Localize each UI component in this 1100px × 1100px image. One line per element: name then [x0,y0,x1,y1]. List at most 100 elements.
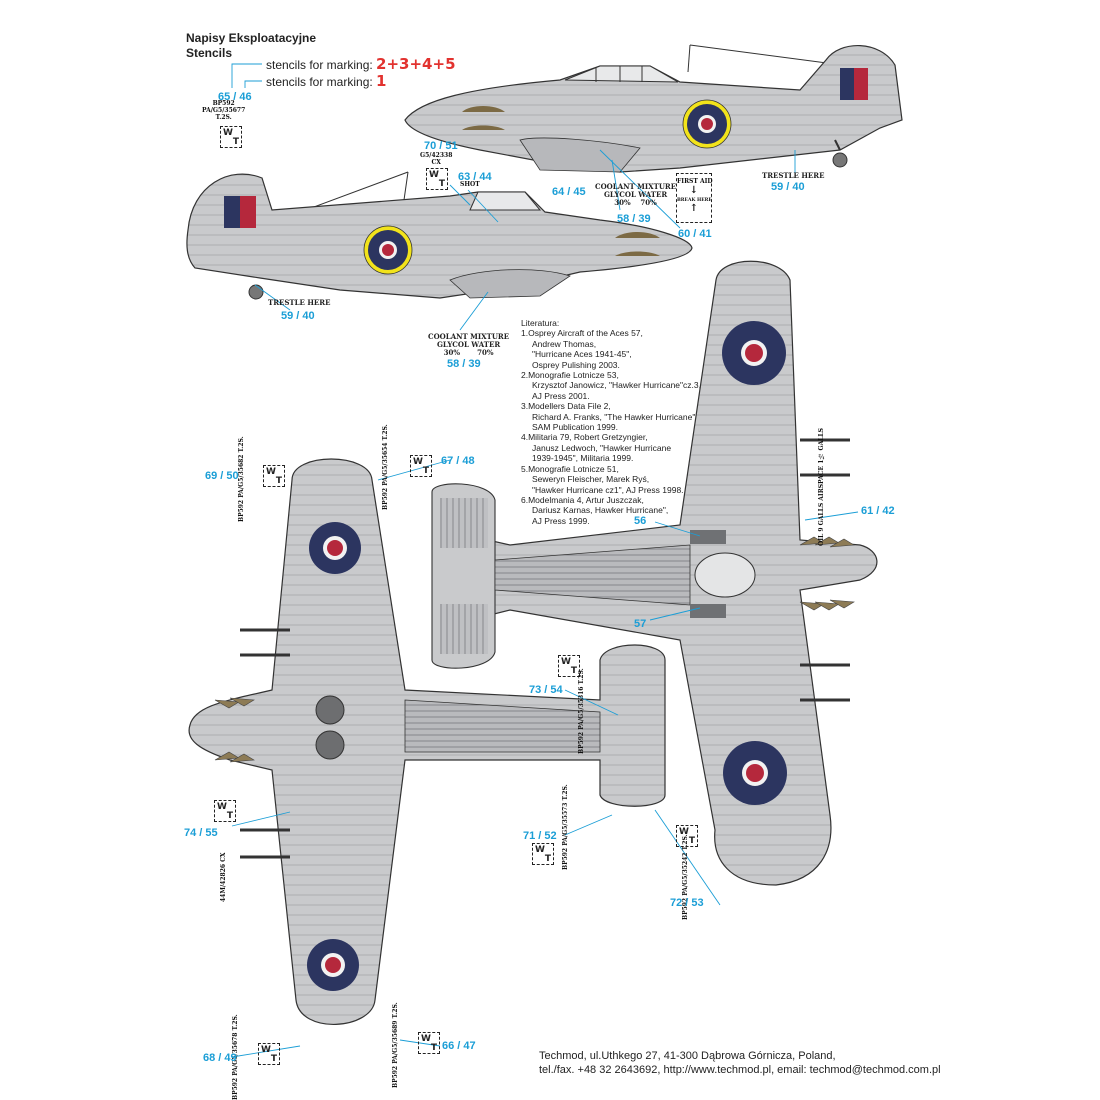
wt-walkway-stencil: W T [676,825,698,847]
stencil-line: 30% 70% [443,348,494,357]
wt-letter: W [223,128,233,138]
arrow-down-icon: ↓ [689,185,699,196]
stencil-coolant-top: COOLANT MIXTURE GLYCOL WATER 30% 70% [595,183,676,207]
literature-line: Richard A. Franks, "The Hawker Hurricane… [532,411,696,422]
stencil-vertical-73: BP592 PA/G5/35316 T.2S. [578,668,585,754]
literature-line: 3.Modellers Data File 2, [521,401,611,412]
wt-letter: W [413,457,423,467]
wt-walkway-stencil: W T [258,1043,280,1065]
stencil-line: CX [431,159,441,166]
stencil-line: BP592 [212,100,235,107]
leader-lines [231,63,859,1058]
stencil-vertical-67: BP592 PA/G5/35654 T.2S. [382,424,389,510]
callout-66-47: 66 / 47 [442,1040,476,1052]
callout-64-45: 64 / 45 [552,186,586,198]
literature-line: 2.Monografie Lotnicze 53, [521,370,619,381]
wt-walkway-stencil: W T [418,1032,440,1054]
stencil-line: G5/42338 [420,152,453,159]
stencil-line: GLYCOL WATER [603,190,668,199]
side-view-middle [186,171,693,300]
stencil-line: T.2S. [215,114,232,121]
literature-line: 4.Militaria 79, Robert Gretzyngier, [521,432,648,443]
literature-line: Seweryn Fleischer, Marek Ryś, [532,474,650,485]
legend-row-single: stencils for marking: 1 [266,72,386,90]
callout-71-52: 71 / 52 [523,830,557,842]
literature-line: Krzysztof Janowicz, "Hawker Hurricane"cz… [532,380,701,391]
callout-67-48: 67 / 48 [441,455,475,467]
wt-letter: T [430,1043,437,1053]
literature-line: "Hurricane Aces 1941-45", [532,349,632,360]
literature-heading: Literatura: [521,318,560,328]
stencil-vertical-69: BP592 PA/G5/35682 T.2S. [238,436,245,522]
wt-letter: W [429,170,439,180]
callout-57: 57 [634,618,647,630]
wt-letter: T [570,666,577,676]
literature-block: Literatura: 1.Osprey Aircraft of the Ace… [521,318,701,526]
first-aid-stencil: FIRST AID ↓ BREAK HERE ↑ [676,173,713,223]
wt-letter: T [232,137,239,147]
wt-walkway-stencil: W T [214,800,236,822]
callout-69-50: 69 / 50 [205,470,239,482]
wt-walkway-stencil: W T [426,168,448,190]
literature-line: 1.Osprey Aircraft of the Aces 57, [521,328,643,339]
wt-letter: W [535,845,545,855]
stencil-vertical-71: BP592 PA/G5/35573 T.2S. [562,784,569,870]
stencil-vertical-72: BP592 PA/G5/35242 T.2S. [682,834,689,920]
stencil-trestle-mid: TRESTLE HERE [268,298,331,307]
stencil-trestle-top: TRESTLE HERE [762,171,825,180]
literature-line: Janusz Ledwoch, "Hawker Hurricane [532,442,672,453]
stencil-bp592-serial: BP592 PA/G5/35677 T.2S. [202,100,245,121]
callout-73-54: 73 / 54 [529,684,563,696]
wt-letter: W [217,802,227,812]
callout-68-49: 68 / 49 [203,1052,237,1064]
callout-58-39-mid: 58 / 39 [447,358,481,370]
literature-line: Andrew Thomas, [532,338,597,349]
stencil-shot: SHOT [460,181,480,188]
stencil-vertical-68: BP592 PA/G5/35678 T.2S. [232,1014,239,1100]
stencil-vertical-74: 44M/42826 CX [220,852,227,902]
callout-72-53: 72 / 53 [670,897,704,909]
wt-letter: T [688,836,695,846]
wt-walkway-stencil: W T [220,126,242,148]
literature-line: AJ Press 2001. [532,390,590,401]
wt-letter: W [561,657,571,667]
callout-59-40-top: 59 / 40 [771,181,805,193]
wt-letter: W [266,467,276,477]
wt-letter: W [421,1034,431,1044]
legend-label: stencils for marking: [266,75,373,89]
stencil-line: COOLANT MIXTURE [595,182,677,191]
wt-letter: T [270,1054,277,1064]
wt-letter: T [226,811,233,821]
wt-letter: T [275,476,282,486]
callout-65-46: 65 / 46 [218,91,252,103]
stencil-vertical-66: BP592 PA/G5/35689 T.2S. [392,1002,399,1088]
legend-label: stencils for marking: [266,58,373,72]
stencil-line: COOLANT MIXTURE [428,332,510,341]
side-view-top [404,44,903,173]
wt-walkway-stencil: W T [410,455,432,477]
plan-view-top [431,260,878,886]
wt-letter: T [422,466,429,476]
literature-line: Dariusz Karnas, Hawker Hurricane", [532,505,669,516]
wt-walkway-stencil: W T [558,655,580,677]
literature-line: "Hawker Hurricane cz1", AJ Press 1998. [532,484,684,495]
header-title-en: Stencils [186,46,233,60]
literature-line: AJ Press 1999. [532,515,590,526]
stencil-line: 30% 70% [614,198,657,207]
callout-74-55: 74 / 55 [184,827,218,839]
wt-letter: W [679,827,689,837]
callout-60-41: 60 / 41 [678,228,712,240]
wt-walkway-stencil: W T [263,465,285,487]
callout-58-39-top: 58 / 39 [617,213,651,225]
wt-letter: T [544,854,551,864]
literature-line: 1939-1945", Militaria 1999. [532,453,634,464]
plan-view-bottom [188,458,666,1025]
wt-letter: W [261,1045,271,1055]
legend-row-multi: stencils for marking: 2+3+4+5 [266,55,456,73]
literature-line: 5.Monografie Lotnicze 51, [521,463,619,474]
stencil-coolant-mid: COOLANT MIXTURE GLYCOL WATER 30% 70% [428,333,509,357]
wt-walkway-stencil: W T [532,843,554,865]
literature-line: SAM Publication 1999. [532,422,618,433]
callout-63-44: 63 / 44 [458,171,492,183]
